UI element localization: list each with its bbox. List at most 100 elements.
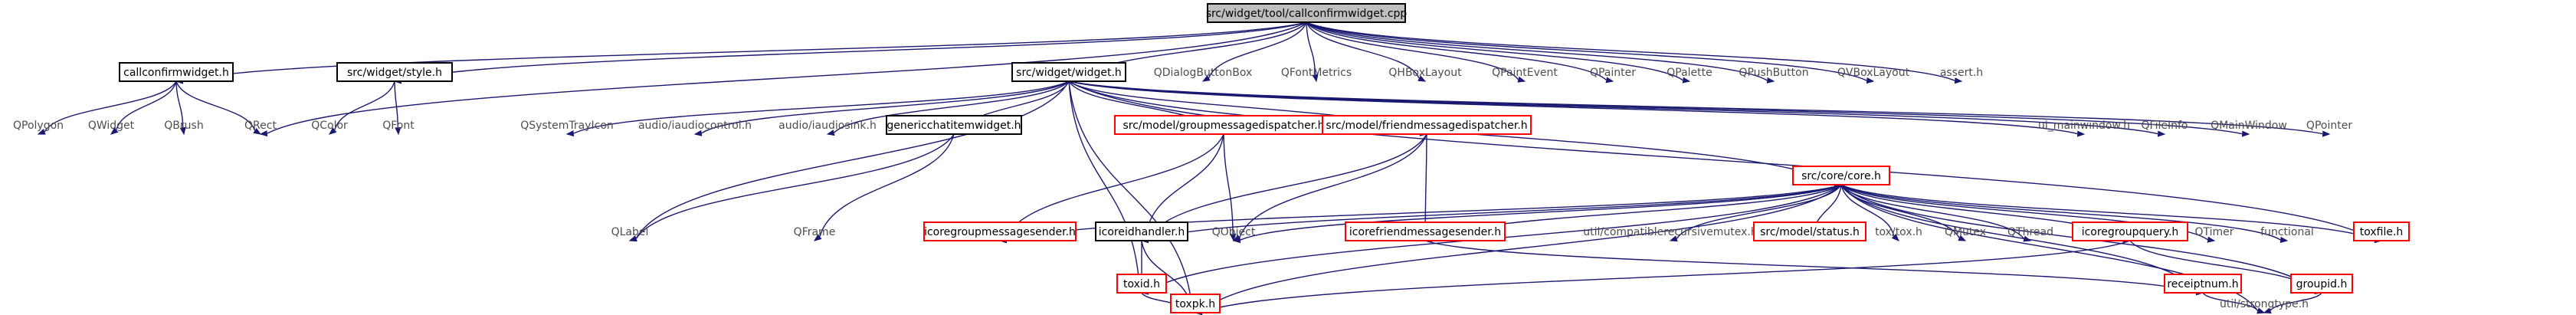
edge-widget_h-to-iaudiocontrol bbox=[701, 80, 1070, 134]
node-core_h[interactable]: src/core/core.h bbox=[1792, 166, 1890, 185]
node-qfont[interactable]: QFont bbox=[382, 120, 415, 132]
node-assert_h[interactable]: assert.h bbox=[1940, 67, 1983, 79]
node-qbrush[interactable]: QBrush bbox=[164, 120, 203, 132]
node-qdialogbuttonbox[interactable]: QDialogButtonBox bbox=[1154, 67, 1253, 79]
node-qmutex[interactable]: QMutex bbox=[1945, 226, 1986, 238]
node-compatrecmutex[interactable]: util/compatiblerecursivemutex.h bbox=[1583, 226, 1757, 238]
node-qthread[interactable]: QThread bbox=[2007, 226, 2053, 238]
edge-genericchat-to-qframe bbox=[819, 133, 955, 237]
node-toxpk_h[interactable]: toxpk.h bbox=[1170, 294, 1221, 313]
node-groupid_h[interactable]: groupid.h bbox=[2290, 274, 2353, 294]
edge-core_h-to-toxpk_h bbox=[1201, 184, 1842, 312]
arrowhead-root-to-qpalette bbox=[1682, 77, 1691, 84]
arrowhead-groupid_h-to-strongtype_h bbox=[2263, 307, 2272, 313]
node-qhboxlayout[interactable]: QHBoxLayout bbox=[1388, 67, 1462, 79]
node-toxfile_h[interactable]: toxfile.h bbox=[2353, 221, 2410, 241]
node-style_h[interactable]: src/widget/style.h bbox=[336, 62, 453, 82]
node-ccw_h[interactable]: callconfirmwidget.h bbox=[119, 62, 234, 82]
node-genericchat[interactable]: genericchatitemwidget.h bbox=[886, 115, 1022, 135]
node-label-qrect: QRect bbox=[244, 120, 277, 132]
node-toxid_h[interactable]: toxid.h bbox=[1116, 274, 1167, 294]
node-icorefriendmsgsender[interactable]: icorefriendmessagesender.h bbox=[1345, 221, 1506, 241]
graph-nodes: src/widget/tool/callconfirmwidget.cpp cal… bbox=[13, 3, 2410, 313]
node-label-compatrecmutex: util/compatiblerecursivemutex.h bbox=[1583, 226, 1757, 238]
node-groupmsgdisp[interactable]: src/model/groupmessagedispatcher.h bbox=[1114, 115, 1333, 135]
node-label-qpalette: QPalette bbox=[1667, 67, 1712, 79]
node-qfontmetrics[interactable]: QFontMetrics bbox=[1281, 67, 1352, 79]
node-label-qfontmetrics: QFontMetrics bbox=[1281, 67, 1352, 79]
node-icoregroupmsgsender[interactable]: icoregroupmessagesender.h bbox=[923, 221, 1077, 241]
node-receiptnum_h[interactable]: receiptnum.h bbox=[2164, 274, 2242, 294]
edge-root-to-qrect bbox=[267, 21, 1307, 134]
node-icoregroupquery[interactable]: icoregroupquery.h bbox=[2072, 221, 2188, 241]
node-label-genericchat: genericchatitemwidget.h bbox=[887, 120, 1021, 132]
edge-widget_h-to-toxpk_h bbox=[1068, 80, 1193, 307]
arrowhead-widget_h-to-qfileinfo bbox=[2157, 130, 2166, 137]
node-qwidget[interactable]: QWidget bbox=[88, 120, 135, 132]
edge-groupmsgdisp-to-icoreidhandler bbox=[1145, 133, 1224, 235]
arrowhead-root-to-qrect bbox=[259, 130, 268, 137]
node-qtimer[interactable]: QTimer bbox=[2194, 226, 2234, 238]
node-qrect[interactable]: QRect bbox=[244, 120, 277, 132]
node-qmainwindow[interactable]: QMainWindow bbox=[2211, 120, 2287, 132]
node-box-style_h bbox=[336, 62, 453, 82]
edge-root-to-qpushbutton bbox=[1306, 21, 1768, 81]
node-qfileinfo[interactable]: QFileInfo bbox=[2142, 120, 2188, 132]
node-qpalette[interactable]: QPalette bbox=[1667, 67, 1712, 79]
arrowhead-genericchat-to-qlabel bbox=[628, 235, 637, 242]
arrowhead-root-to-qvboxlayout bbox=[1866, 77, 1875, 84]
node-qcolor[interactable]: QColor bbox=[311, 120, 348, 132]
node-strongtype_h[interactable]: util/strongtype.h bbox=[2220, 298, 2309, 310]
arrowhead-widget_h-to-qsystemtrayicon bbox=[565, 130, 575, 137]
node-qpolygon[interactable]: QPolygon bbox=[13, 120, 64, 132]
edge-core_h-to-icoreidhandler bbox=[1148, 184, 1842, 241]
edge-ccw_h-to-qpolygon bbox=[44, 80, 177, 133]
node-ui_mainwindow[interactable]: ui_mainwindow.h bbox=[2038, 120, 2130, 132]
edge-icoregroupquery-to-toxpk_h bbox=[1201, 240, 2131, 313]
arrowhead-widget_h-to-iaudiosink bbox=[826, 130, 835, 136]
node-iaudiosink[interactable]: audio/iaudiosink.h bbox=[778, 120, 877, 132]
edge-root-to-qfontmetrics bbox=[1306, 21, 1316, 75]
arrowhead-widget_h-to-qpointer bbox=[2322, 130, 2331, 137]
node-label-qframe: QFrame bbox=[794, 226, 836, 238]
edge-widget_h-to-toxid_h bbox=[1068, 80, 1140, 287]
arrowhead-root-to-qpushbutton bbox=[1766, 77, 1775, 84]
edge-core_h-to-icoregroupmsgsender bbox=[1006, 184, 1842, 241]
node-qframe[interactable]: QFrame bbox=[794, 226, 836, 238]
node-label-qcolor: QColor bbox=[311, 120, 348, 132]
arrowhead-groupmsgdisp-to-qobject bbox=[1230, 233, 1237, 242]
edge-root-to-qvboxlayout bbox=[1306, 21, 1867, 81]
node-label-toxid_h: toxid.h bbox=[1123, 278, 1160, 290]
node-widget_h[interactable]: src/widget/widget.h bbox=[1011, 62, 1126, 82]
node-box-friendmsgdisp bbox=[1322, 115, 1532, 135]
node-qpaintevent[interactable]: QPaintEvent bbox=[1492, 67, 1558, 79]
arrowhead-ccw_h-to-qrect bbox=[253, 127, 262, 135]
node-iaudiocontrol[interactable]: audio/iaudiocontrol.h bbox=[638, 120, 752, 132]
edge-core_h-to-qobject bbox=[1240, 184, 1842, 241]
node-qsystemtrayicon[interactable]: QSystemTrayIcon bbox=[520, 120, 614, 132]
node-label-iaudiocontrol: audio/iaudiocontrol.h bbox=[638, 120, 752, 132]
node-icoreidhandler[interactable]: icoreidhandler.h bbox=[1095, 221, 1188, 241]
arrowhead-core_h-to-compatrecmutex bbox=[1669, 235, 1678, 242]
node-label-qvboxlayout: QVBoxLayout bbox=[1837, 67, 1910, 79]
node-functional[interactable]: functional bbox=[2260, 226, 2314, 238]
node-qlabel[interactable]: QLabel bbox=[611, 226, 649, 238]
node-label-toxfile_h: toxfile.h bbox=[2360, 226, 2404, 238]
node-label-friendmsgdisp: src/model/friendmessagedispatcher.h bbox=[1326, 120, 1527, 132]
node-status_h[interactable]: src/model/status.h bbox=[1753, 221, 1866, 241]
node-friendmsgdisp[interactable]: src/model/friendmessagedispatcher.h bbox=[1322, 115, 1532, 135]
node-label-widget_h: src/widget/widget.h bbox=[1016, 67, 1122, 79]
edge-core_h-to-tox_h bbox=[1840, 184, 1895, 236]
node-qpushbutton[interactable]: QPushButton bbox=[1739, 67, 1808, 79]
node-qvboxlayout[interactable]: QVBoxLayout bbox=[1837, 67, 1910, 79]
edge-root-to-qpalette bbox=[1306, 21, 1683, 81]
node-qpointer[interactable]: QPointer bbox=[2306, 120, 2352, 132]
node-qobject[interactable]: QObject bbox=[1212, 226, 1256, 238]
arrowhead-root-to-qdialogbuttonbox bbox=[1201, 75, 1211, 82]
node-root[interactable]: src/widget/tool/callconfirmwidget.cpp bbox=[1206, 3, 1408, 23]
node-tox_h[interactable]: tox/tox.h bbox=[1875, 226, 1922, 238]
node-box-genericchat bbox=[886, 115, 1022, 135]
arrowhead-root-to-qhboxlayout bbox=[1417, 75, 1427, 82]
node-qpainter[interactable]: QPainter bbox=[1590, 67, 1636, 79]
